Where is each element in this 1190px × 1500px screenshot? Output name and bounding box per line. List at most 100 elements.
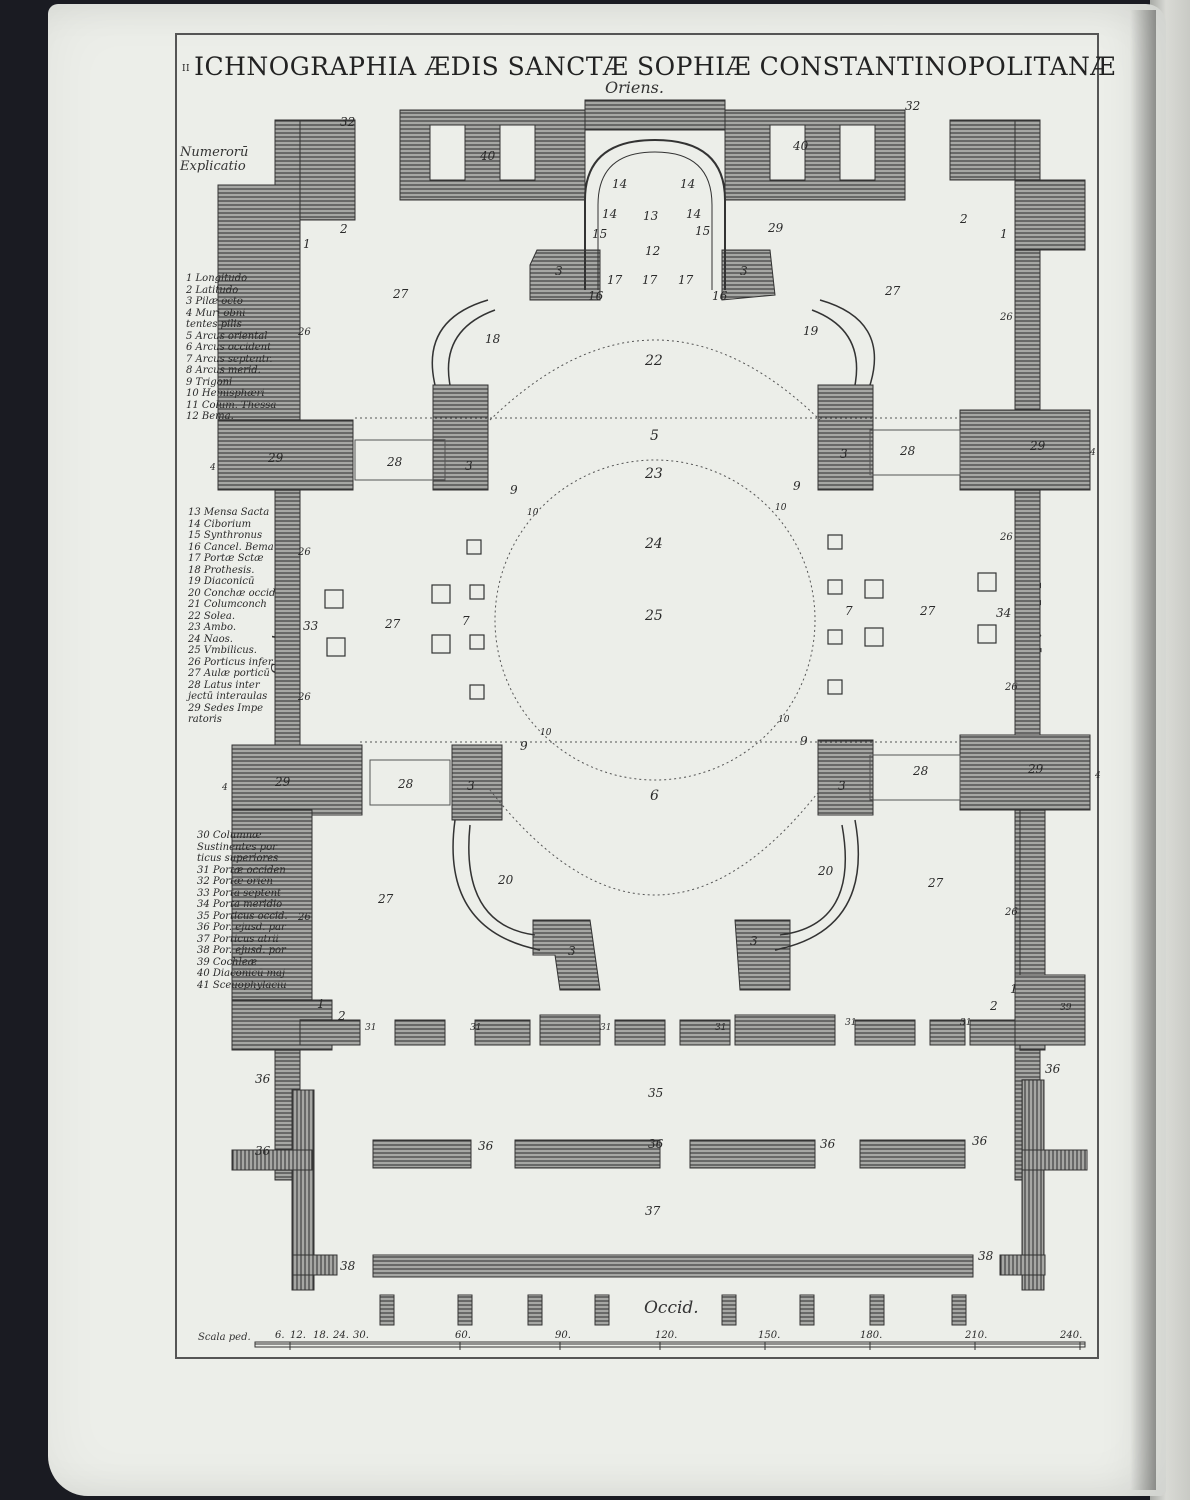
svg-text:120.: 120. <box>655 1330 677 1341</box>
svg-text:10: 10 <box>778 715 790 725</box>
svg-text:32: 32 <box>905 99 920 113</box>
svg-text:26: 26 <box>297 912 311 923</box>
svg-text:5: 5 <box>650 428 659 444</box>
legend-item: 19 Diaconicū <box>188 576 255 587</box>
legend-item: 18 Prothesis. <box>188 564 255 576</box>
svg-text:6.: 6. <box>275 1330 285 1341</box>
compass-east-label: Oriens. <box>605 78 664 97</box>
legend-item: 13 Mensa Sacta <box>188 507 270 518</box>
svg-text:27: 27 <box>377 892 394 906</box>
legend-item: 38 Por. ejusd. por <box>197 945 286 956</box>
svg-text:3: 3 <box>750 934 758 948</box>
svg-text:15: 15 <box>695 224 710 238</box>
svg-text:18: 18 <box>485 332 501 346</box>
svg-text:14: 14 <box>680 177 695 191</box>
svg-text:31: 31 <box>600 1023 611 1033</box>
svg-text:31: 31 <box>365 1023 376 1033</box>
svg-text:26: 26 <box>297 692 311 703</box>
svg-text:3: 3 <box>568 944 576 958</box>
svg-text:18.: 18. <box>313 1330 329 1341</box>
svg-text:29: 29 <box>767 221 784 235</box>
legend-item: ratoris <box>188 714 222 725</box>
svg-text:150.: 150. <box>758 1330 780 1341</box>
svg-text:27: 27 <box>884 284 901 298</box>
plate-title-text: ICHNOGRAPHIA ÆDIS SANCTÆ SOPHIÆ CONSTANT… <box>194 52 1116 81</box>
svg-text:9: 9 <box>800 734 808 748</box>
svg-text:4: 4 <box>221 783 228 793</box>
svg-text:14: 14 <box>612 177 627 191</box>
legend-item: 10 Hemisphæri <box>186 388 265 399</box>
svg-text:17: 17 <box>642 273 658 287</box>
legend-heading-line-1: Numerorū <box>180 145 249 160</box>
svg-text:14: 14 <box>686 207 701 221</box>
legend-item: 24 Naos. <box>188 633 233 645</box>
svg-text:23: 23 <box>644 466 663 482</box>
svg-text:240.: 240. <box>1059 1330 1082 1341</box>
svg-text:36: 36 <box>255 1072 271 1086</box>
svg-text:7: 7 <box>462 614 470 628</box>
legend-heading-line-2: Explicatio <box>180 159 246 174</box>
legend-item: 5 Arcus oriental <box>186 330 268 342</box>
svg-text:1: 1 <box>317 997 325 1011</box>
svg-text:15: 15 <box>592 227 607 241</box>
legend-item: 16 Cancel. Bema <box>188 541 274 553</box>
legend-item: 3 Pilæ octo <box>186 296 243 307</box>
scale-bar <box>254 1341 1086 1350</box>
legend-item: 8 Arcus merid. <box>186 365 261 376</box>
svg-text:26: 26 <box>1004 682 1018 693</box>
legend-item: 29 Sedes Impe <box>188 702 264 714</box>
svg-text:12.: 12. <box>290 1330 306 1341</box>
legend-item: 20 Conchæ occid <box>188 587 276 599</box>
svg-text:36: 36 <box>820 1137 836 1151</box>
legend-item: 34 Porta meridio <box>197 899 283 910</box>
legend-item: tentes pilis <box>186 319 242 330</box>
svg-text:1: 1 <box>1000 227 1008 241</box>
legend-item: Sustinentes por <box>197 841 277 853</box>
svg-text:17: 17 <box>607 273 623 287</box>
svg-text:30.: 30. <box>353 1330 369 1341</box>
svg-text:3: 3 <box>467 779 475 793</box>
legend-item: 37 Porticus atrii <box>197 933 279 945</box>
svg-text:20: 20 <box>817 864 834 878</box>
svg-text:1: 1 <box>303 237 311 251</box>
legend-item: 14 Ciborium <box>188 518 252 530</box>
svg-text:36: 36 <box>648 1137 664 1151</box>
svg-text:20: 20 <box>497 873 514 887</box>
svg-text:2: 2 <box>337 1009 346 1023</box>
svg-text:22: 22 <box>644 353 663 369</box>
legend-item: 11 Colum. Thessa <box>186 399 277 411</box>
legend-item: 17 Portæ Sctæ <box>188 553 264 564</box>
svg-text:36: 36 <box>255 1144 271 1158</box>
side-chambers <box>354 429 961 806</box>
legend-item: 41 Sceuophylaciū <box>197 979 287 991</box>
legend-item: 30 Columnæ <box>197 830 262 841</box>
svg-text:17: 17 <box>678 273 694 287</box>
svg-text:38: 38 <box>340 1259 356 1273</box>
compass-west-label: Occid. <box>638 1298 705 1318</box>
svg-text:37: 37 <box>645 1204 661 1218</box>
scale-label: Scala ped. <box>198 1332 251 1343</box>
svg-text:26: 26 <box>1004 907 1018 918</box>
legend-item: 27 Aulæ porticū <box>188 668 270 679</box>
legend-item: 7 Arcus septentr. <box>186 353 273 365</box>
narthex-columns <box>372 1139 974 1326</box>
legend-item: 32 Portæ orien <box>197 876 273 887</box>
svg-text:31: 31 <box>960 1018 971 1028</box>
svg-text:6: 6 <box>650 788 659 804</box>
legend-item: 28 Latus inter <box>188 679 260 691</box>
svg-text:35: 35 <box>648 1086 663 1100</box>
legend-item: ticus superiores <box>197 853 279 864</box>
legend-item: 23 Ambo. <box>188 622 237 633</box>
legend-item: 4 Muri obni <box>186 307 246 319</box>
svg-text:31: 31 <box>470 1023 481 1033</box>
svg-text:28: 28 <box>912 764 929 778</box>
legend-item: 39 Cochleæ <box>197 956 258 968</box>
svg-text:3: 3 <box>740 264 748 278</box>
legend-item: 25 Vmbilicus. <box>188 645 257 656</box>
svg-text:2: 2 <box>959 212 968 226</box>
svg-text:13: 13 <box>643 209 659 223</box>
plan-numbers: 32 32 40 40 14 14 14 14 13 15 15 12 29 1… <box>209 99 1101 1273</box>
svg-text:39: 39 <box>1060 1003 1072 1013</box>
svg-text:34: 34 <box>996 606 1011 620</box>
